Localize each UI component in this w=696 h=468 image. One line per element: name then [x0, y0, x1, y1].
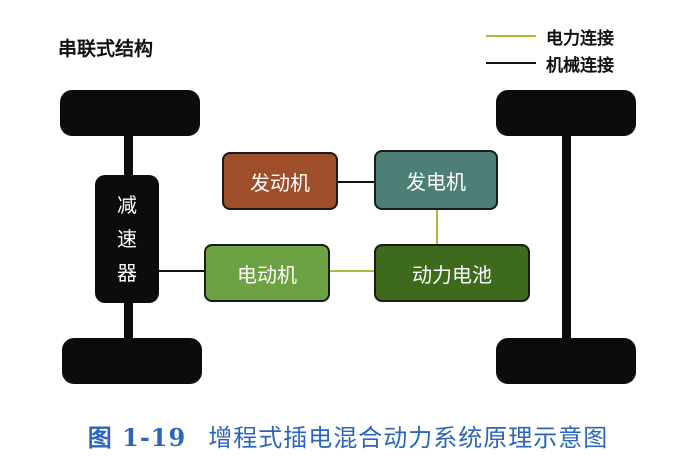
left-axle-upper [124, 130, 133, 180]
legend-mechanical-line [486, 62, 536, 64]
reducer-box: 减 速 器 [95, 175, 159, 303]
legend-electrical-line [486, 35, 536, 37]
rear-left-wheel [62, 338, 202, 384]
engine-box: 发动机 [222, 152, 338, 210]
reducer-char-2: 速 [117, 227, 137, 251]
motor-box: 电动机 [204, 244, 330, 302]
legend: 电力连接 机械连接 [476, 22, 686, 78]
figure-caption: 图 1-19 增程式插电混合动力系统原理示意图 [0, 418, 696, 453]
engine-generator-mechanical-link [338, 181, 374, 183]
legend-mechanical-label: 机械连接 [546, 56, 614, 76]
reducer-char-3: 器 [117, 261, 137, 285]
generator-battery-electrical-link [436, 208, 438, 244]
figure-number: 图 1-19 [87, 423, 187, 452]
front-right-wheel [496, 90, 636, 136]
right-axle [562, 130, 571, 340]
reducer-motor-mechanical-link [159, 270, 204, 272]
figure-caption-text: 增程式插电混合动力系统原理示意图 [208, 424, 609, 452]
left-axle-lower [124, 296, 133, 346]
legend-electrical-label: 电力连接 [546, 29, 614, 49]
battery-box: 动力电池 [374, 244, 530, 302]
rear-right-wheel [496, 338, 636, 384]
diagram-title: 串联式结构 [58, 38, 154, 60]
front-left-wheel [60, 90, 200, 136]
generator-box: 发电机 [374, 150, 498, 210]
motor-battery-electrical-link [330, 270, 374, 272]
reducer-char-1: 减 [117, 193, 137, 217]
